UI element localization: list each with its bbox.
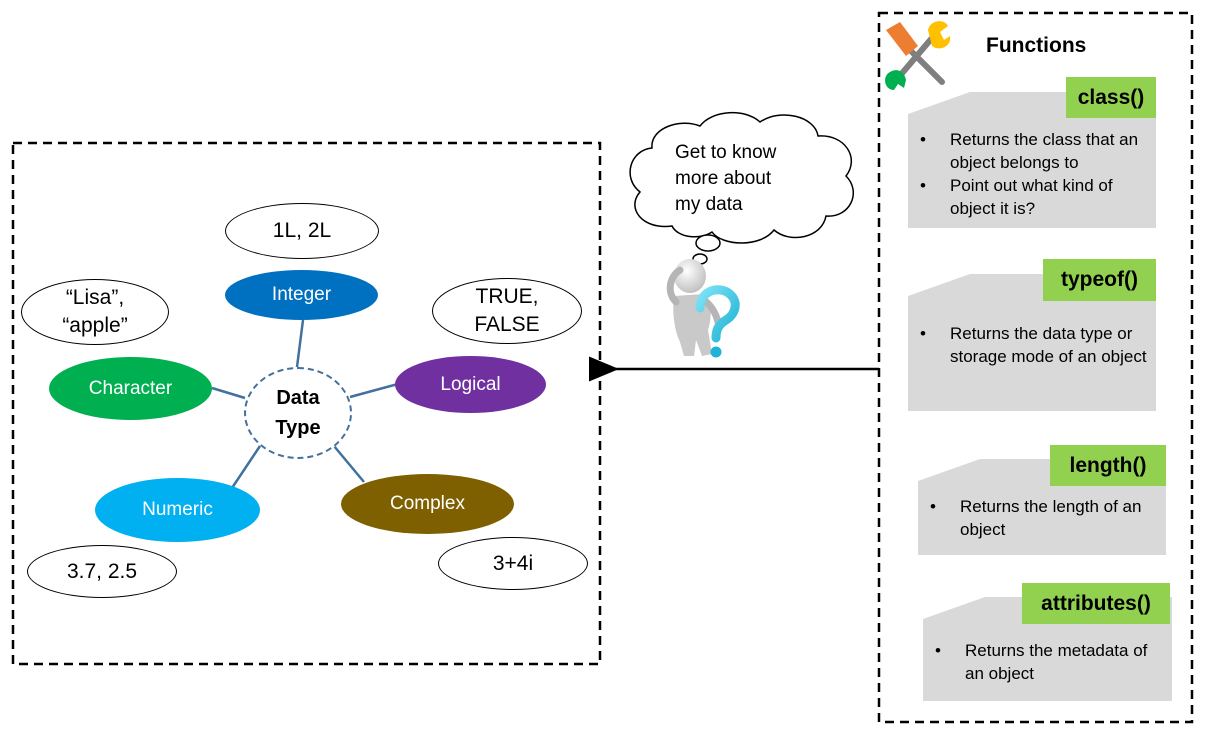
integer-example-oval: 1L, 2L [225,203,379,259]
thinking-person-icon [666,259,722,356]
tools-icon [885,21,951,90]
logical-node: Logical [395,356,546,413]
function-name-typeof: typeof() [1043,259,1156,301]
logical-example-line1: TRUE, [475,285,539,308]
functions-title: Functions [986,34,1087,57]
typeof-bullet-1: •Returns the data type or storage mode o… [920,324,1147,366]
connector-character [211,386,246,400]
numeric-example-oval: 3.7, 2.5 [27,545,177,598]
question-mark-icon [695,285,740,358]
complex-example-oval: 3+4i [438,537,588,590]
length-bullet-1: •Returns the length of an object [930,497,1142,539]
thought-line3: my data [675,194,743,215]
connectors [211,319,399,489]
function-name-class: class() [1066,77,1156,118]
thought-text: Get to know more about my data [675,140,815,218]
complex-node: Complex [341,474,514,534]
function-name-length: length() [1050,445,1166,486]
thought-line2: more about [675,168,772,189]
character-node: Character [49,357,212,420]
thought-bubble-icon [629,111,855,265]
thought-line1: Get to know [675,142,777,163]
character-example-oval: “Lisa”, “apple” [21,279,169,345]
class-bullet-1: •Returns the class that an object belong… [920,130,1139,172]
numeric-node: Numeric [95,478,260,542]
character-example-line2: “apple” [62,314,128,337]
connector-complex [333,445,365,483]
connector-numeric [230,445,262,489]
attributes-bullet-1: •Returns the metadata of an object [935,641,1148,683]
logical-example-oval: TRUE, FALSE [432,278,582,344]
complex-label: Complex [390,493,465,514]
integer-example: 1L, 2L [272,219,332,242]
functions-frame [877,11,1194,724]
center-line2: Type [275,417,321,439]
logical-example-line2: FALSE [474,313,540,336]
numeric-label: Numeric [142,499,213,520]
function-name-attributes: attributes() [1022,583,1170,624]
integer-node: Integer [225,270,378,320]
class-bullet-2: •Point out what kind of object it is? [920,176,1113,218]
numeric-example: 3.7, 2.5 [66,559,138,583]
character-example-line1: “Lisa”, [65,286,125,309]
connector-integer [295,319,305,368]
logical-label: Logical [440,373,501,395]
integer-label: Integer [271,284,332,305]
center-line1: Data [276,387,320,409]
data-type-frame [11,141,602,666]
data-type-center: Data Type [244,367,352,459]
connector-logical [349,382,399,399]
complex-example: 3+4i [492,551,534,575]
character-label: Character [88,377,173,399]
